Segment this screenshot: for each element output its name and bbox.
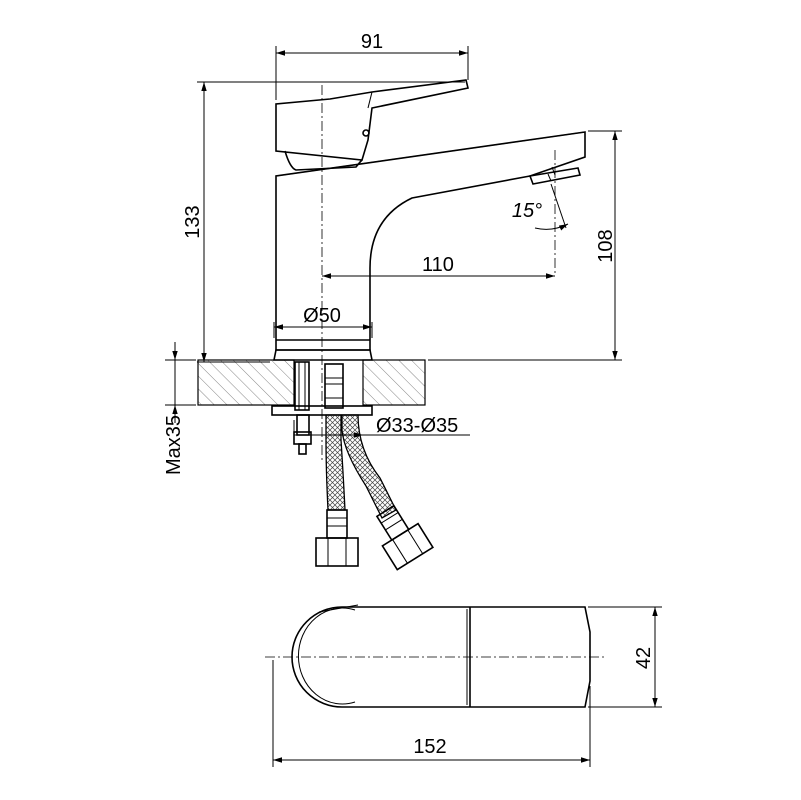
dimension-aerator-angle: 15°: [512, 183, 569, 231]
hose-nut-left: [315, 509, 359, 567]
dimension-spout-reach: 110: [322, 254, 555, 279]
dimension-label-152: 152: [413, 736, 446, 758]
top-view: 152 42: [265, 604, 662, 767]
dimension-label-42: 42: [633, 647, 655, 669]
hose-nut-right: [375, 504, 434, 571]
dimension-label-108: 108: [595, 229, 617, 262]
dimension-label-133: 133: [182, 205, 204, 238]
dimension-top-length: 152: [272, 660, 591, 767]
dimension-label-110: 110: [422, 254, 454, 276]
dimension-hole-diameter: Ø33-Ø35: [293, 415, 470, 440]
dimension-counter-thickness: Max35: [163, 342, 196, 475]
dimension-top-width: 42: [588, 606, 662, 708]
dimension-label-15-degrees: 15°: [512, 200, 542, 222]
dimension-label-91: 91: [361, 31, 383, 53]
side-view: 91 133 110 108 15°: [163, 31, 622, 571]
dimension-body-width: 91: [275, 31, 469, 100]
dimension-spout-height: 108: [428, 130, 622, 361]
dimension-total-height: 133: [182, 81, 465, 363]
faucet-body: [273, 79, 586, 361]
dimension-label-d33-d35: Ø33-Ø35: [376, 415, 458, 437]
dimension-label-d50: Ø50: [303, 305, 341, 327]
dimension-label-max35: Max35: [163, 415, 185, 475]
dimension-base-diameter: Ø50: [273, 305, 373, 338]
flexible-hoses: [325, 414, 397, 519]
countertop-section: [197, 359, 426, 406]
